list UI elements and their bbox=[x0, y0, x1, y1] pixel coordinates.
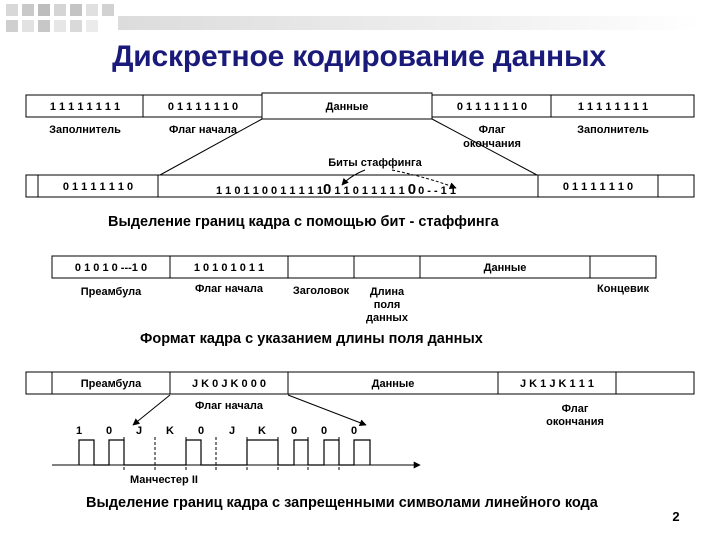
row2-end-flag: 0 1 1 1 1 1 1 0 bbox=[563, 181, 633, 193]
bits-part-1: 1 1 0 1 1 0 0 1 1 1 1 1 bbox=[216, 185, 323, 197]
stuffed-bit-1: 0 bbox=[323, 181, 331, 198]
label-end-flag-2: окончания bbox=[463, 138, 521, 150]
label-header: Заголовок bbox=[293, 285, 350, 297]
wave-symbol: 0 bbox=[351, 425, 357, 437]
zoom-arrows bbox=[132, 394, 367, 427]
stuffing-bits-label: Биты стаффинга bbox=[328, 157, 422, 169]
slide-title: Дискретное кодирование данных bbox=[112, 40, 606, 73]
label-length-2: поля bbox=[374, 299, 401, 311]
cell-data-2: Данные bbox=[484, 262, 527, 274]
label-flag-end-3b: окончания bbox=[546, 416, 604, 428]
cell-filler-right: 1 1 1 1 1 1 1 1 bbox=[578, 101, 648, 113]
label-length-3: данных bbox=[366, 312, 409, 324]
cell-preamble-bits: 0 1 0 1 0 ---1 0 bbox=[75, 262, 147, 274]
label-end-flag-1: Флаг bbox=[479, 124, 506, 136]
wave-symbol-labels: 1 0 J K 0 J K 0 0 0 bbox=[76, 425, 357, 437]
wave-symbol: 0 bbox=[106, 425, 112, 437]
wave-symbol: J bbox=[229, 425, 235, 437]
wave-symbol: J bbox=[136, 425, 142, 437]
caption-bit-stuffing: Выделение границ кадра с помощью бит - с… bbox=[108, 214, 500, 230]
data-field-raised bbox=[261, 92, 433, 120]
label-filler-left: Заполнитель bbox=[49, 124, 121, 136]
label-preamble: Преамбула bbox=[81, 286, 142, 298]
code-violation-frame-row bbox=[25, 371, 695, 395]
wave-symbol: K bbox=[258, 425, 266, 437]
label-flag-start-2: Флаг начала bbox=[195, 283, 264, 295]
corner-squares-decoration bbox=[6, 4, 114, 32]
cell-data: Данные bbox=[326, 101, 369, 113]
cell-end-flag: 0 1 1 1 1 1 1 0 bbox=[457, 101, 527, 113]
header-gradient-bar bbox=[118, 16, 700, 30]
wave-symbol: 1 bbox=[76, 425, 82, 437]
wave-symbol: 0 bbox=[198, 425, 204, 437]
cell-flag-bits: 1 0 1 0 1 0 1 1 bbox=[194, 262, 264, 274]
stuffed-frame-row bbox=[25, 174, 695, 198]
bits-part-2: 1 1 0 1 1 1 1 1 bbox=[334, 185, 404, 197]
cell-start-symbols: J K 0 J K 0 0 0 bbox=[192, 378, 266, 390]
wave-symbol: 0 bbox=[291, 425, 297, 437]
label-flag-start-3: Флаг начала bbox=[195, 400, 264, 412]
cell-data-3: Данные bbox=[372, 378, 415, 390]
cell-filler-left: 1 1 1 1 1 1 1 1 bbox=[50, 101, 120, 113]
manchester-label: Манчестер II bbox=[130, 474, 198, 486]
stuffed-bit-2: 0 bbox=[408, 181, 416, 198]
label-filler-right: Заполнитель bbox=[577, 124, 649, 136]
expansion-lines bbox=[159, 118, 538, 176]
label-flag-end-3a: Флаг bbox=[562, 403, 589, 415]
row2-start-flag: 0 1 1 1 1 1 1 0 bbox=[63, 181, 133, 193]
label-start-flag: Флаг начала bbox=[169, 124, 238, 136]
stuffing-arrows bbox=[341, 169, 457, 190]
cell-end-symbols: J K 1 J K 1 1 1 bbox=[520, 378, 594, 390]
page-number: 2 bbox=[672, 509, 679, 524]
cell-preamble-3: Преамбула bbox=[81, 378, 142, 390]
length-frame-row bbox=[51, 255, 657, 279]
wave-symbol: K bbox=[166, 425, 174, 437]
caption-length-format: Формат кадра с указанием длины поля данн… bbox=[140, 331, 483, 347]
caption-code-violation: Выделение границ кадра с запрещенными си… bbox=[86, 495, 599, 511]
cell-start-flag: 0 1 1 1 1 1 1 0 bbox=[168, 101, 238, 113]
bits-part-3: 0 - - 1 1 bbox=[418, 185, 456, 197]
label-length-1: Длина bbox=[370, 286, 405, 298]
wave-symbol: 0 bbox=[321, 425, 327, 437]
label-trailer: Концевик bbox=[597, 283, 649, 295]
manchester-waveform bbox=[78, 439, 371, 466]
